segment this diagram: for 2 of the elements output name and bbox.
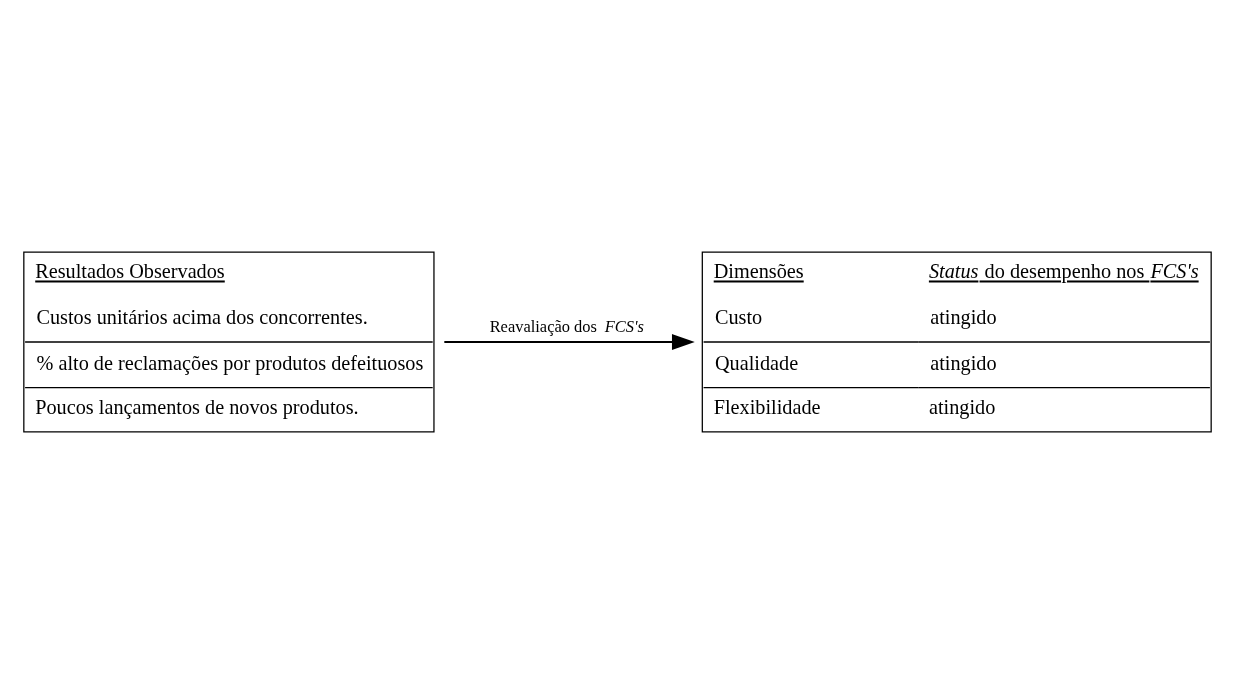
edge-label: Reavaliação dos FCS's [489, 316, 644, 336]
arrow [443, 333, 695, 350]
